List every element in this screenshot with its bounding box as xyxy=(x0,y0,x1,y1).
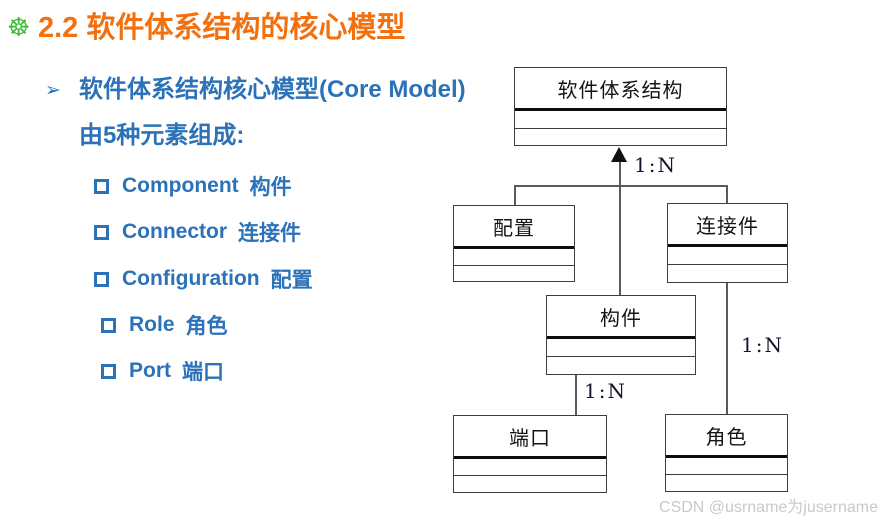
square-bullet-icon xyxy=(101,317,116,333)
element-zh: 角色 xyxy=(185,315,228,338)
uml-class-title: 构件 xyxy=(547,296,695,339)
uml-operations-compartment xyxy=(515,129,726,146)
element-zh: 连接件 xyxy=(238,222,301,245)
uml-attributes-compartment xyxy=(454,459,606,476)
multiplicity-label-root: 1:N xyxy=(634,153,677,177)
square-bullet-icon xyxy=(101,363,116,379)
uml-class-title: 连接件 xyxy=(668,204,787,247)
uml-class-root: 软件体系结构 xyxy=(514,67,727,146)
uml-attributes-compartment xyxy=(668,247,787,265)
uml-operations-compartment xyxy=(666,475,787,491)
arrowhead-up-icon xyxy=(611,147,627,162)
arrow-bullet-icon: ➢ xyxy=(45,80,61,101)
page-title: 2.2 软件体系结构的核心模型 xyxy=(38,12,406,44)
multiplicity-label-port: 1:N xyxy=(584,379,627,403)
uml-operations-compartment xyxy=(547,357,695,374)
wheel-icon: ☸ xyxy=(7,12,31,42)
uml-operations-compartment xyxy=(668,265,787,282)
edge-branch-connector xyxy=(726,186,728,204)
element-en: Connector xyxy=(122,220,227,243)
uml-attributes-compartment xyxy=(515,111,726,129)
uml-attributes-compartment xyxy=(547,339,695,357)
square-bullet-icon xyxy=(94,224,109,240)
intro-line-2: 由5种元素组成: xyxy=(79,122,245,149)
element-en: Port xyxy=(129,359,171,382)
element-en: Role xyxy=(129,313,175,336)
uml-attributes-compartment xyxy=(666,458,787,475)
uml-operations-compartment xyxy=(454,266,574,282)
element-zh: 构件 xyxy=(249,176,292,199)
element-en: Component xyxy=(122,174,239,197)
uml-attributes-compartment xyxy=(454,249,574,266)
uml-class-title: 端口 xyxy=(454,416,606,459)
uml-class-component: 构件 xyxy=(546,295,696,375)
uml-class-role: 角色 xyxy=(665,414,788,492)
edge-branch-config xyxy=(514,186,516,206)
uml-class-title: 配置 xyxy=(454,206,574,249)
element-en: Configuration xyxy=(122,267,260,290)
list-item-port: Port 端口 xyxy=(101,356,224,386)
edge-component-port xyxy=(575,374,577,415)
list-item-component: Component 构件 xyxy=(94,171,292,201)
edge-connector-role xyxy=(726,282,728,414)
uml-class-title: 角色 xyxy=(666,415,787,458)
square-bullet-icon xyxy=(94,271,109,287)
multiplicity-label-role: 1:N xyxy=(741,333,784,357)
element-zh: 配置 xyxy=(270,269,313,292)
uml-class-title: 软件体系结构 xyxy=(515,68,726,111)
element-zh: 端口 xyxy=(182,361,224,384)
intro-line-1: 软件体系结构核心模型(Core Model) xyxy=(79,76,466,103)
edge-root-component xyxy=(619,160,621,295)
uml-operations-compartment xyxy=(454,476,606,492)
list-item-configuration: Configuration 配置 xyxy=(94,264,313,294)
uml-class-port: 端口 xyxy=(453,415,607,493)
list-item-connector: Connector 连接件 xyxy=(94,217,301,247)
edge-branch-horizontal xyxy=(514,185,728,187)
uml-class-config: 配置 xyxy=(453,205,575,282)
csdn-watermark: CSDN @usrname为jusername xyxy=(659,499,878,516)
square-bullet-icon xyxy=(94,178,109,194)
list-item-role: Role 角色 xyxy=(101,310,228,340)
uml-class-connector: 连接件 xyxy=(667,203,788,283)
